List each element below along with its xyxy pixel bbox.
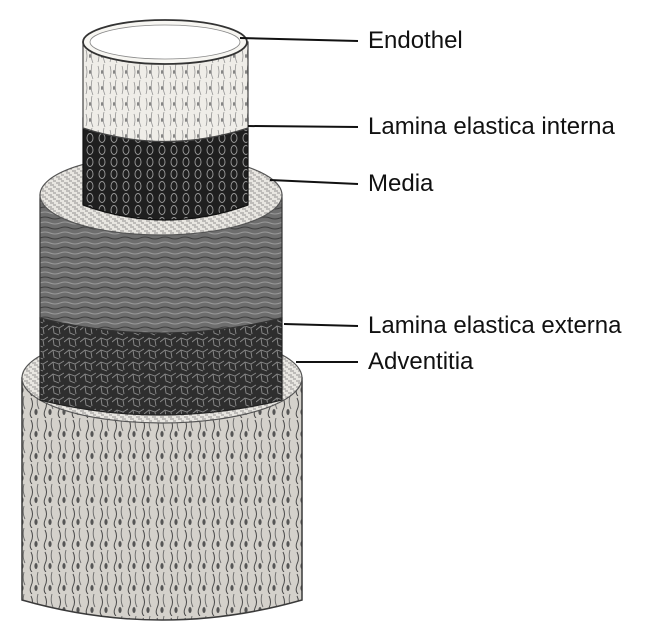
interna-leader-line bbox=[248, 126, 358, 127]
externa-leader-line bbox=[284, 324, 358, 326]
media-label: Media bbox=[368, 172, 433, 196]
lamina-elastica-externa-label: Lamina elastica externa bbox=[368, 314, 621, 338]
endothel-layer bbox=[83, 20, 248, 142]
adventitia-label: Adventitia bbox=[368, 350, 473, 374]
endothel-label: Endothel bbox=[368, 29, 463, 53]
media-leader-line bbox=[270, 180, 358, 184]
endothel-leader-line bbox=[240, 38, 358, 41]
lamina-elastica-interna-label: Lamina elastica interna bbox=[368, 115, 615, 139]
